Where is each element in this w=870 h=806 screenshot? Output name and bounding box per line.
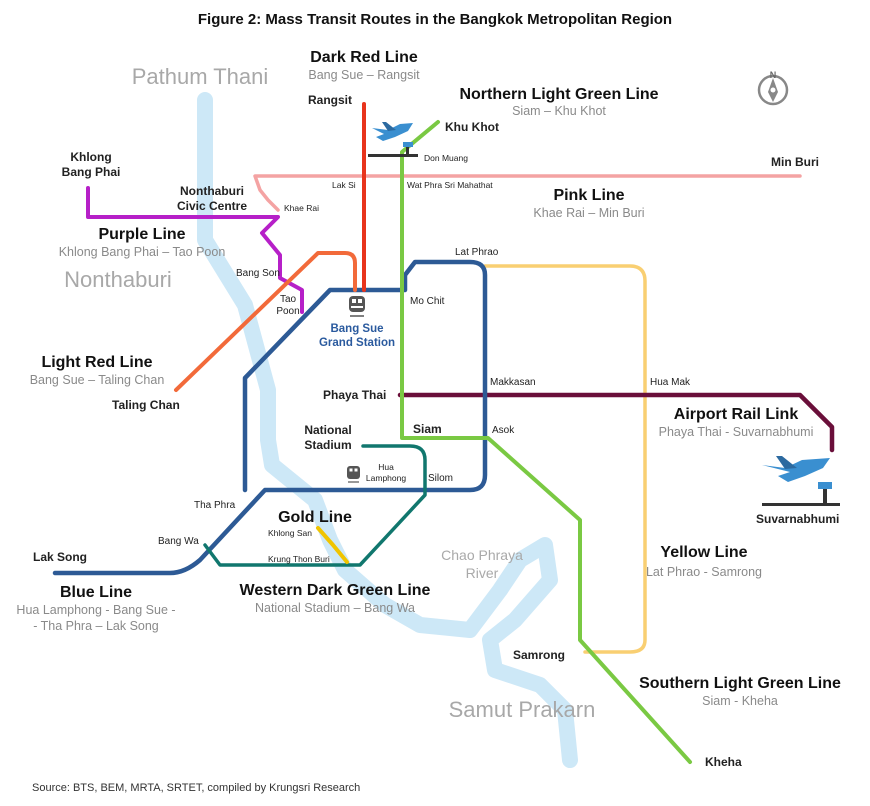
- station-national-stadium-2: Stadium: [304, 438, 351, 452]
- station-nonthaburi-civic-centre-2: Civic Centre: [177, 199, 247, 213]
- airport-rail-link-name: Airport Rail Link: [674, 406, 799, 423]
- pink-line-route: [253, 174, 802, 212]
- western-dark-green-line-name: Western Dark Green Line: [240, 582, 431, 599]
- gold-line-route: [316, 526, 349, 564]
- train-icon-hua-lamphong: [347, 466, 360, 483]
- airport-rail-link-route: [397, 392, 835, 453]
- northern-light-green-line-name: Northern Light Green Line: [459, 86, 658, 103]
- station-hua-lamphong-1: Hua: [378, 462, 394, 472]
- northern-light-green-line-route-label: Siam – Khu Khot: [512, 104, 606, 118]
- airport-icon-suvarnabhumi: [762, 456, 840, 506]
- station-mo-chit: Mo Chit: [410, 296, 445, 307]
- station-khae-rai: Khae Rai: [284, 203, 319, 213]
- station-suvarnabhumi: Suvarnabhumi: [756, 512, 839, 526]
- western-dark-green-line-route-label: National Stadium – Bang Wa: [255, 601, 415, 615]
- station-lak-si: Lak Si: [332, 180, 356, 190]
- station-khu-khot: Khu Khot: [445, 120, 499, 134]
- figure-title: Figure 2: Mass Transit Routes in the Ban…: [198, 11, 672, 28]
- blue-line-route-label-1: Hua Lamphong - Bang Sue -: [16, 603, 175, 617]
- station-silom: Silom: [428, 473, 453, 484]
- source-note: Source: BTS, BEM, MRTA, SRTET, compiled …: [32, 782, 360, 794]
- station-tao-poon-2: Poon: [276, 306, 299, 317]
- chao-phraya-river: [197, 92, 578, 768]
- bang-sue-grand-station-label-2: Grand Station: [319, 337, 395, 349]
- station-hua-lamphong-2: Lamphong: [366, 473, 406, 483]
- southern-light-green-line-name: Southern Light Green Line: [639, 675, 841, 692]
- yellow-line-route-label: Lat Phrao - Samrong: [646, 565, 762, 579]
- station-bang-wa: Bang Wa: [158, 536, 199, 547]
- station-lak-song: Lak Song: [33, 550, 87, 564]
- purple-line-route-label: Khlong Bang Phai – Tao Poon: [59, 245, 226, 259]
- province-nonthaburi: Nonthaburi: [64, 267, 172, 292]
- dark-red-line-name: Dark Red Line: [310, 49, 418, 66]
- station-hua-mak: Hua Mak: [650, 377, 691, 388]
- airport-rail-link-route-label: Phaya Thai - Suvarnabhumi: [659, 425, 814, 439]
- station-bang-son: Bang Son: [236, 268, 280, 279]
- station-kheha: Kheha: [705, 755, 742, 769]
- river-label-line1: Chao Phraya: [441, 547, 523, 563]
- light-red-line-name: Light Red Line: [41, 354, 152, 371]
- pink-line-route-label: Khae Rai – Min Buri: [533, 206, 644, 220]
- station-krung-thon-buri: Krung Thon Buri: [268, 554, 330, 564]
- river-label-line2: River: [466, 565, 499, 581]
- bang-sue-grand-station-label-1: Bang Sue: [330, 323, 383, 335]
- station-tha-phra: Tha Phra: [194, 500, 236, 511]
- station-khlong-bang-phai-2: Bang Phai: [62, 165, 121, 179]
- blue-line-route-label-2: - Tha Phra – Lak Song: [33, 619, 159, 633]
- station-khlong-san: Khlong San: [268, 528, 312, 538]
- airport-icon-don-muang: [368, 122, 418, 157]
- station-tao-poon-1: Tao: [280, 294, 297, 305]
- station-lat-phrao: Lat Phrao: [455, 247, 499, 258]
- compass-icon: N: [757, 70, 789, 106]
- yellow-line-name: Yellow Line: [660, 544, 747, 561]
- station-samrong: Samrong: [513, 648, 565, 662]
- western-dark-green-line-route: [203, 444, 427, 567]
- station-min-buri: Min Buri: [771, 155, 819, 169]
- pink-line-name: Pink Line: [553, 187, 624, 204]
- compass-label: N: [770, 70, 777, 80]
- light-green-line-route: [400, 120, 692, 764]
- station-don-muang: Don Muang: [424, 153, 468, 163]
- gold-line-name: Gold Line: [278, 509, 352, 526]
- province-samut-prakarn: Samut Prakarn: [449, 697, 596, 722]
- station-taling-chan: Taling Chan: [112, 398, 180, 412]
- light-red-line-route: [174, 251, 357, 392]
- station-makkasan: Makkasan: [490, 377, 536, 388]
- light-red-line-route-label: Bang Sue – Taling Chan: [30, 373, 165, 387]
- station-asok: Asok: [492, 425, 515, 436]
- dark-red-line-route-label: Bang Sue – Rangsit: [308, 68, 420, 82]
- station-national-stadium-1: National: [304, 423, 351, 437]
- station-nonthaburi-civic-centre-1: Nonthaburi: [180, 184, 244, 198]
- blue-line-route: [52, 259, 488, 576]
- station-wat-phra-sri-mahathat: Wat Phra Sri Mahathat: [407, 180, 493, 190]
- blue-line-name: Blue Line: [60, 584, 132, 601]
- purple-line-name: Purple Line: [98, 226, 185, 243]
- province-pathum-thani: Pathum Thani: [132, 64, 269, 89]
- station-rangsit: Rangsit: [308, 93, 352, 107]
- station-khlong-bang-phai-1: Khlong: [70, 150, 111, 164]
- southern-light-green-line-route-label: Siam - Kheha: [702, 694, 778, 708]
- train-icon-bang-sue: [349, 296, 365, 317]
- station-phaya-thai: Phaya Thai: [323, 388, 386, 402]
- yellow-line-route: [483, 264, 647, 654]
- purple-line-route: [86, 186, 304, 314]
- station-siam: Siam: [413, 422, 442, 436]
